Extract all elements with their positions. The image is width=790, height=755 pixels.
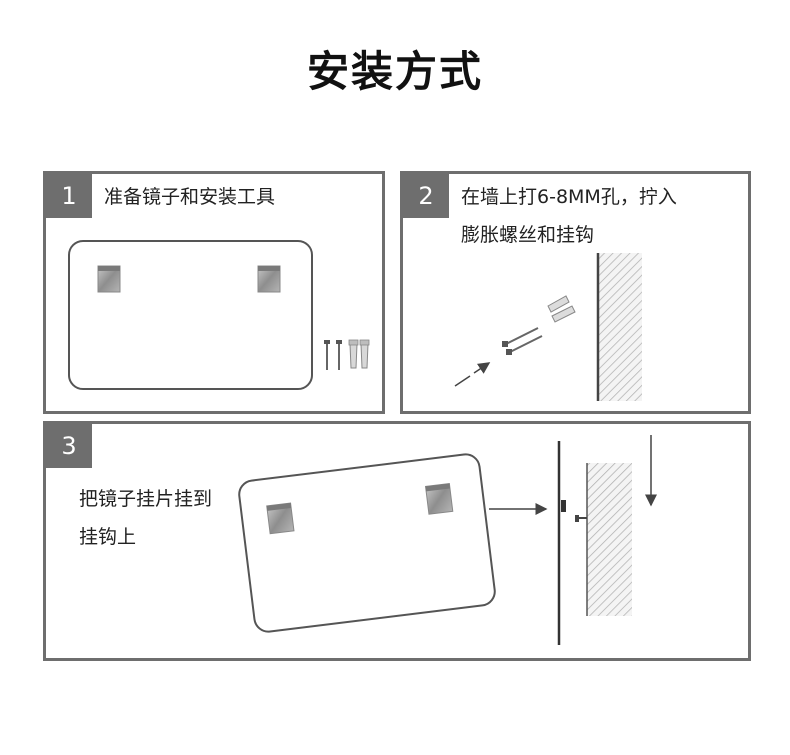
wall-with-hook-side-view (575, 463, 632, 616)
mirror-bracket-left (97, 265, 121, 293)
screws-and-anchors-icon (324, 339, 370, 370)
mirror-outline (68, 240, 313, 390)
wall-hatched (596, 253, 642, 401)
step-1-number: 1 (46, 174, 92, 218)
step-2-line-1: 在墙上打6-8MM孔，拧入 (461, 186, 677, 208)
step-2-text: 在墙上打6-8MM孔，拧入 膨胀螺丝和挂钩 (461, 178, 677, 254)
step-3-line-1: 把镜子挂片挂到 (79, 488, 213, 510)
anchors-icon (547, 295, 576, 323)
step-3-text: 把镜子挂片挂到 挂钩上 (79, 480, 212, 556)
mirror-side-view (557, 441, 566, 645)
step-2-number: 2 (403, 174, 449, 218)
step-2-panel: 2 在墙上打6-8MM孔，拧入 膨胀螺丝和挂钩 (400, 171, 751, 414)
step-3-number: 3 (46, 424, 92, 468)
insert-arrow-icon (454, 362, 491, 387)
step-3-line-2: 挂钩上 (79, 526, 137, 548)
tilted-mirror-outline (238, 453, 496, 633)
mirror-bracket-right (257, 265, 281, 293)
step-1-line-1: 准备镜子和安装工具 (104, 186, 276, 208)
step-1-text: 准备镜子和安装工具 (104, 178, 275, 216)
step-2-line-2: 膨胀螺丝和挂钩 (461, 224, 595, 246)
screws-icon (502, 327, 543, 355)
page-title: 安装方式 (306, 47, 483, 96)
